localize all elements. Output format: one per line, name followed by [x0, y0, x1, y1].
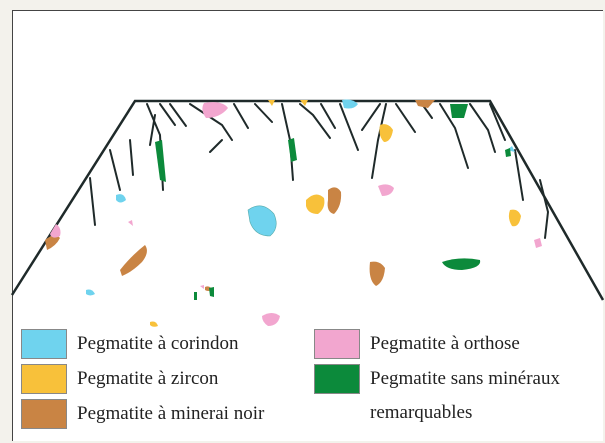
legend-item-corindon: Pegmatite à corindon: [21, 329, 238, 359]
legend-label-sans-mineraux-cont: remarquables: [370, 402, 472, 424]
legend-swatch-minerai-noir: [21, 399, 67, 429]
zircon-pocket: [306, 194, 324, 214]
legend-label-orthose: Pegmatite à orthose: [370, 333, 520, 355]
legend-item-orthose: Pegmatite à orthose: [314, 329, 520, 359]
orthose-pocket: [128, 220, 133, 226]
corindon-pocket: [116, 194, 126, 202]
legend-item-zircon: Pegmatite à zircon: [21, 364, 218, 394]
sans-mineraux-pocket: [194, 292, 197, 300]
minerai-noir-pocket: [328, 187, 342, 214]
minerai-noir-pocket: [370, 262, 385, 286]
minerai-noir-pockets: [45, 100, 435, 291]
sans-mineraux-pocket: [209, 287, 214, 297]
orthose-pocket: [262, 313, 280, 326]
orthose-pocket: [534, 238, 542, 248]
legend-label-minerai-noir: Pegmatite à minerai noir: [77, 403, 264, 425]
legend-swatch-corindon: [21, 329, 67, 359]
legend-label-sans-mineraux: Pegmatite sans minéraux: [370, 368, 560, 390]
zircon-pocket: [509, 210, 521, 227]
minerai-noir-pocket: [415, 100, 435, 108]
corindon-pocket: [248, 206, 276, 236]
legend-label-zircon: Pegmatite à zircon: [77, 368, 218, 390]
legend-swatch-orthose: [314, 329, 360, 359]
fracture-lines: [90, 104, 548, 238]
orthose-pockets: [50, 102, 542, 326]
legend-item-minerai-noir: Pegmatite à minerai noir: [21, 399, 264, 429]
sans-mineraux-pocket: [450, 104, 468, 118]
minerai-noir-pocket: [120, 245, 147, 276]
legend-item-sans-mineraux: Pegmatite sans minéraux: [314, 364, 560, 394]
zircon-pocket: [380, 124, 394, 142]
zircon-pockets: [150, 100, 521, 327]
legend-swatch-sans-mineraux: [314, 364, 360, 394]
legend-swatch-zircon: [21, 364, 67, 394]
sans-mineraux-pocket: [505, 148, 511, 157]
zircon-pocket: [268, 100, 275, 106]
sans-mineraux-pocket: [288, 138, 297, 162]
corindon-pocket: [86, 290, 95, 296]
orthose-pocket: [200, 285, 204, 289]
legend-label-corindon: Pegmatite à corindon: [77, 333, 238, 355]
sans-mineraux-pocket: [155, 140, 166, 182]
orthose-pocket: [378, 184, 394, 196]
orthose-pocket: [202, 102, 228, 118]
zircon-pocket: [150, 322, 158, 327]
sans-mineraux-pocket: [442, 258, 480, 270]
